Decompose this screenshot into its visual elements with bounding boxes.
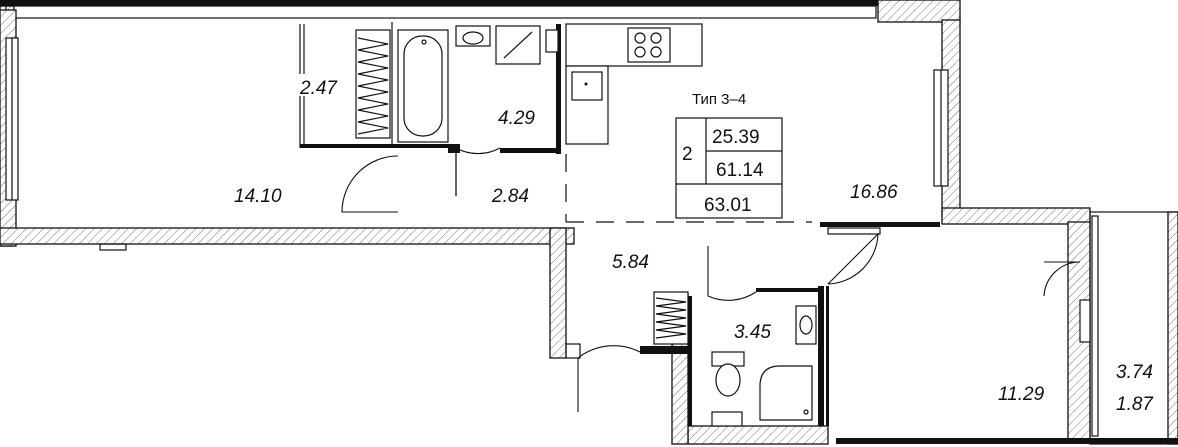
fixtures: [355, 23, 817, 427]
wall-living-bottom: [0, 227, 575, 245]
living-area: 25.39: [712, 127, 760, 148]
area-balcony-full: 3.74: [1116, 362, 1153, 383]
sink-icon: [571, 71, 603, 101]
bathtub-icon: [397, 29, 449, 143]
interior-walls: [299, 22, 940, 426]
wall-bottom-solid: [836, 438, 1178, 444]
doors: [341, 147, 1081, 412]
washbasin-icon: [795, 305, 817, 345]
area-toilet: 3.45: [734, 322, 771, 343]
window-bedroom: [1079, 299, 1091, 343]
toilet-icon: [711, 351, 745, 397]
area-no-balcony: 61.14: [716, 160, 764, 181]
door-wc: [707, 246, 757, 301]
stove-icon: [627, 27, 671, 63]
washbasin-icon: [455, 25, 491, 47]
wall-bottom-toilet: [687, 425, 829, 445]
area-wardrobe: 2.47: [299, 78, 338, 99]
shower-icon: [759, 365, 813, 421]
area-summary: [675, 117, 783, 219]
area-corridor: 2.84: [491, 186, 529, 207]
area-hall: 5.84: [612, 252, 649, 273]
area-kitchen-living: 16.86: [850, 182, 898, 203]
rooms-count: 2: [682, 144, 693, 165]
door-bedroom: [827, 232, 879, 285]
wall-top-solid: [0, 0, 878, 6]
radiator-icon: [355, 29, 391, 139]
area-bathroom: 4.29: [498, 108, 535, 129]
area-living-left: 14.10: [234, 186, 282, 207]
windows: [5, 37, 1099, 437]
door-entrance: [577, 345, 641, 412]
area-bedroom: 11.29: [998, 384, 1045, 405]
wall-top-right: [877, 0, 961, 23]
door-balcony: [1043, 261, 1081, 297]
door-living: [341, 155, 399, 213]
apartment-type: Тип 3–4: [692, 91, 746, 108]
washer-icon: [495, 25, 541, 65]
door-bath: [455, 147, 501, 194]
area-balcony-reduced: 1.87: [1116, 394, 1154, 415]
radiator-icon: [653, 291, 689, 345]
boiler-icon: [545, 29, 559, 53]
total-area: 63.01: [704, 195, 752, 216]
wall-hall-left: [549, 227, 567, 359]
